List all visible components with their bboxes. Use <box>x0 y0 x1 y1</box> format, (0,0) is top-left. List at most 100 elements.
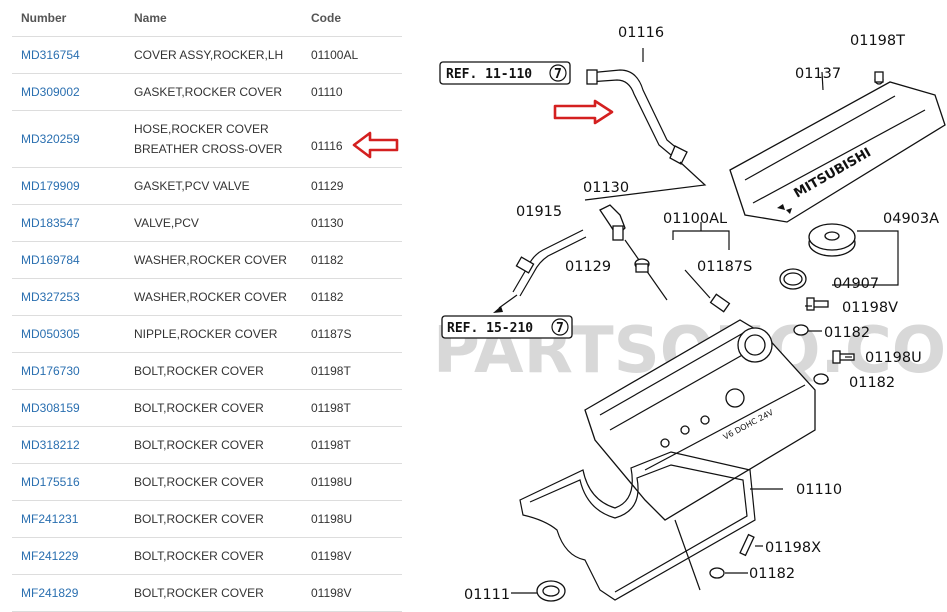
part-number-link[interactable]: MD183547 <box>21 216 80 230</box>
callout-01130[interactable]: 01130 <box>583 180 629 196</box>
part-number-link[interactable]: MD176730 <box>21 364 80 378</box>
table-row[interactable]: MD318212 BOLT,ROCKER COVER 01198T <box>12 426 402 464</box>
part-number-cell[interactable]: MD309002 <box>12 73 125 111</box>
column-header-number[interactable]: Number <box>12 0 125 37</box>
nipple-part[interactable] <box>684 269 731 313</box>
pcv-gasket-part[interactable] <box>634 258 650 273</box>
callout-01187s[interactable]: 01187S <box>697 259 752 275</box>
washer-01182b-part[interactable] <box>813 373 829 385</box>
part-code-cell: 01198T <box>302 389 402 427</box>
callout-04907[interactable]: 04907 <box>833 276 879 292</box>
column-header-name[interactable]: Name <box>125 0 302 37</box>
part-number-link[interactable]: MD175516 <box>21 475 80 489</box>
callout-01110[interactable]: 01110 <box>796 482 842 498</box>
washer-01182a-part[interactable] <box>793 324 809 336</box>
table-row[interactable]: MD316754 COVER ASSY,ROCKER,LH 01100AL <box>12 36 402 74</box>
part-number-cell[interactable]: MD169784 <box>12 241 125 279</box>
part-number-link[interactable]: MD318212 <box>21 438 80 452</box>
part-number-link[interactable]: MD169784 <box>21 253 80 267</box>
table-row[interactable]: MD050305 NIPPLE,ROCKER COVER 01187S <box>12 315 402 353</box>
table-row[interactable]: MD308159 BOLT,ROCKER COVER 01198T <box>12 389 402 427</box>
callout-01198u[interactable]: 01198U <box>865 350 922 366</box>
ref-bottom-num: 7 <box>556 321 564 336</box>
part-number-cell[interactable]: MF241229 <box>12 537 125 575</box>
parts-diagram: PARTSOUQ.COM REF. 11-110 7 REF. 15-210 7 <box>433 25 947 603</box>
part-number-cell[interactable]: MD308159 <box>12 389 125 427</box>
bolt-01198t-part[interactable] <box>874 71 884 83</box>
rocker-cover-assembly-part[interactable]: V6 DOHC 24V <box>584 319 816 521</box>
callout-01137[interactable]: 01137 <box>795 66 841 82</box>
washer-01182c-part[interactable] <box>709 567 725 579</box>
callout-01198v[interactable]: 01198V <box>842 300 898 316</box>
part-number-link[interactable]: MD320259 <box>21 132 80 146</box>
part-code-cell: 01129 <box>302 167 402 205</box>
part-name-cell: GASKET,PCV VALVE <box>125 167 302 205</box>
part-number-cell[interactable]: MD179909 <box>12 167 125 205</box>
part-number-link[interactable]: MD179909 <box>21 179 80 193</box>
part-number-cell[interactable]: MD320259 <box>12 110 125 168</box>
part-number-cell[interactable]: MD175516 <box>12 463 125 501</box>
part-number-link[interactable]: MD309002 <box>21 85 80 99</box>
bolt-01198x-part[interactable] <box>739 533 755 557</box>
callout-01182-c[interactable]: 01182 <box>749 566 795 582</box>
part-number-link[interactable]: MD327253 <box>21 290 80 304</box>
callout-01116[interactable]: 01116 <box>618 25 664 41</box>
rocker-cover-panel-part[interactable]: MITSUBISHI <box>729 75 946 223</box>
callout-01915[interactable]: 01915 <box>516 204 562 220</box>
part-number-cell[interactable]: MD318212 <box>12 426 125 464</box>
ref-box-bottom[interactable]: REF. 15-210 7 <box>441 315 573 339</box>
table-row[interactable]: MF241829 BOLT,ROCKER COVER 01198V <box>12 574 402 612</box>
oil-seal-part[interactable] <box>536 580 566 602</box>
table-row[interactable]: MD175516 BOLT,ROCKER COVER 01198U <box>12 463 402 501</box>
callout-01129[interactable]: 01129 <box>565 259 611 275</box>
part-number-link[interactable]: MF241829 <box>21 586 79 600</box>
part-number-cell[interactable]: MF241231 <box>12 500 125 538</box>
part-number-link[interactable]: MD050305 <box>21 327 80 341</box>
ref-box-top[interactable]: REF. 11-110 7 <box>439 61 571 85</box>
part-name-cell: WASHER,ROCKER COVER <box>125 241 302 279</box>
part-number-link[interactable]: MF241229 <box>21 549 79 563</box>
table-header-row: Number Name Code <box>12 0 402 37</box>
highlight-arrow-icon <box>352 131 399 159</box>
part-name-cell: BOLT,ROCKER COVER <box>125 537 302 575</box>
breather-hose-part[interactable] <box>584 48 707 201</box>
callout-01111[interactable]: 01111 <box>464 587 510 603</box>
part-name-cell: BOLT,ROCKER COVER <box>125 426 302 464</box>
callout-01182-a[interactable]: 01182 <box>824 325 870 341</box>
table-row[interactable]: MD309002 GASKET,ROCKER COVER 01110 <box>12 73 402 111</box>
bolt-01198v-part[interactable] <box>806 297 829 311</box>
rocker-cover-gasket-part[interactable] <box>519 451 756 601</box>
part-number-cell[interactable]: MF241829 <box>12 574 125 612</box>
table-row[interactable]: MF241231 BOLT,ROCKER COVER 01198U <box>12 500 402 538</box>
part-number-cell[interactable]: MD183547 <box>12 204 125 242</box>
table-row[interactable]: MD327253 WASHER,ROCKER COVER 01182 <box>12 278 402 316</box>
part-code-cell: 01100AL <box>302 36 402 74</box>
table-row[interactable]: MD179909 GASKET,PCV VALVE 01129 <box>12 167 402 205</box>
part-name-cell: HOSE,ROCKER COVER BREATHER CROSS-OVER <box>125 110 302 168</box>
part-number-link[interactable]: MD308159 <box>21 401 80 415</box>
pcv-hose-part[interactable] <box>493 229 587 313</box>
pcv-valve-part[interactable] <box>599 204 668 301</box>
part-name-cell: BOLT,ROCKER COVER <box>125 389 302 427</box>
part-number-cell[interactable]: MD327253 <box>12 278 125 316</box>
part-code-cell: 01198V <box>302 574 402 612</box>
part-number-cell[interactable]: MD050305 <box>12 315 125 353</box>
callout-01198x[interactable]: 01198X <box>765 540 821 556</box>
oil-cap-seal-part[interactable] <box>779 268 807 290</box>
ref-bottom-text: REF. 15-210 <box>447 321 533 336</box>
callout-04903a[interactable]: 04903A <box>883 211 939 227</box>
table-row[interactable]: MD183547 VALVE,PCV 01130 <box>12 204 402 242</box>
column-header-code[interactable]: Code <box>302 0 402 37</box>
table-row[interactable]: MD176730 BOLT,ROCKER COVER 01198T <box>12 352 402 390</box>
callout-01182-b[interactable]: 01182 <box>849 375 895 391</box>
table-row[interactable]: MF241229 BOLT,ROCKER COVER 01198V <box>12 537 402 575</box>
callout-01198t[interactable]: 01198T <box>850 33 905 49</box>
oil-cap-part[interactable] <box>808 223 856 257</box>
part-number-cell[interactable]: MD176730 <box>12 352 125 390</box>
part-number-cell[interactable]: MD316754 <box>12 36 125 74</box>
callout-01100al[interactable]: 01100AL <box>663 211 727 227</box>
part-number-link[interactable]: MD316754 <box>21 48 80 62</box>
part-number-link[interactable]: MF241231 <box>21 512 79 526</box>
table-row[interactable]: MD169784 WASHER,ROCKER COVER 01182 <box>12 241 402 279</box>
table-row[interactable]: MD320259 HOSE,ROCKER COVER BREATHER CROS… <box>12 110 402 168</box>
